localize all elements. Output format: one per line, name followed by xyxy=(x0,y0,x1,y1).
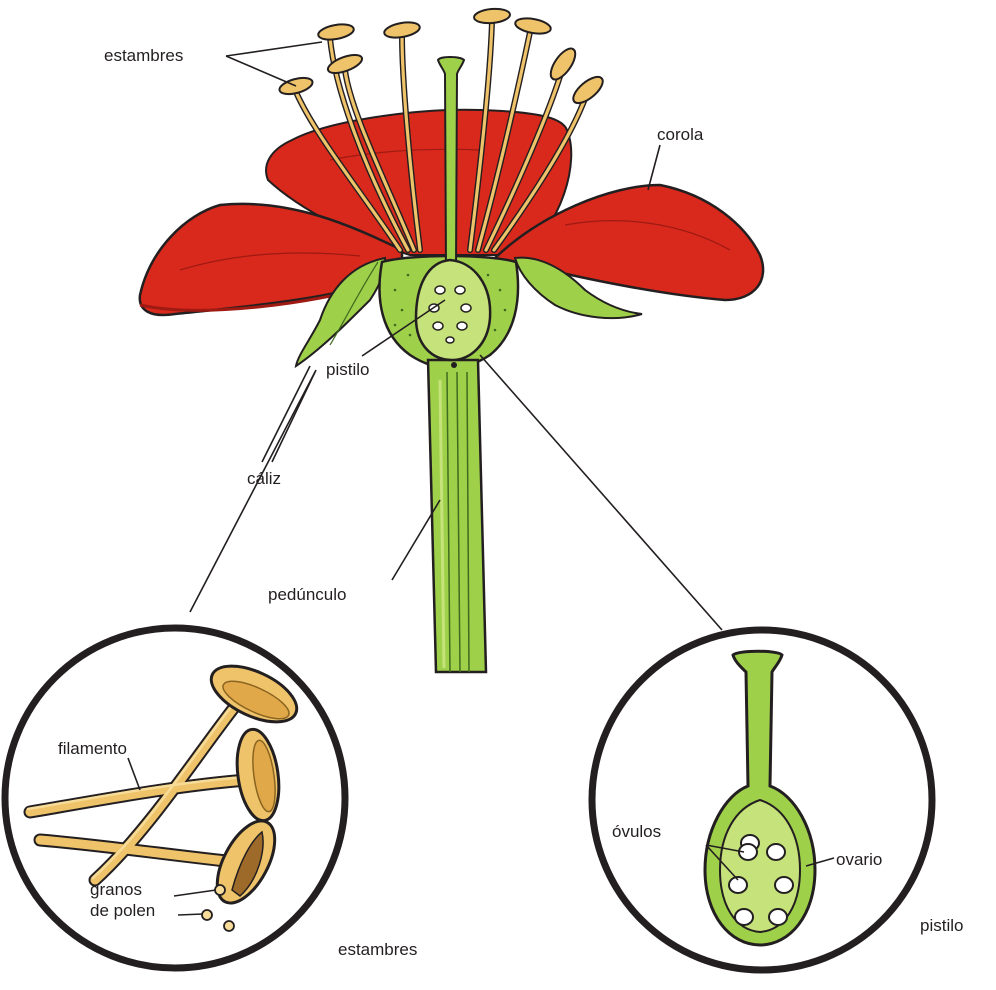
leader-caliz-2 xyxy=(262,366,310,462)
label-corola: corola xyxy=(657,126,703,143)
peduncle xyxy=(428,360,486,672)
label-ovulos: óvulos xyxy=(612,823,661,840)
caption-estambres: estambres xyxy=(338,941,417,958)
connector-to-pistil-detail xyxy=(480,355,722,630)
label-pistilo: pistilo xyxy=(326,361,369,378)
pistil-ovary xyxy=(416,260,490,360)
leader-corola xyxy=(648,145,660,190)
label-granos-de-polen: granos de polen xyxy=(90,879,155,922)
label-pedunculo: pedúnculo xyxy=(268,586,346,603)
connector-to-stamen-detail xyxy=(190,372,315,612)
anther xyxy=(473,7,510,24)
anther xyxy=(569,72,607,107)
caption-pistilo: pistilo xyxy=(920,917,963,934)
label-ovario: ovario xyxy=(836,851,882,868)
anther xyxy=(317,22,355,42)
pistil-detail xyxy=(592,630,932,970)
flower xyxy=(140,7,763,672)
leader-estambres-1 xyxy=(226,42,322,56)
anther xyxy=(514,16,552,36)
label-filamento: filamento xyxy=(58,740,127,757)
leader-polen xyxy=(178,914,203,915)
label-caliz: cáliz xyxy=(247,470,281,487)
label-estambres: estambres xyxy=(104,47,183,64)
stamen-detail xyxy=(5,628,345,968)
leader-estambres-2 xyxy=(226,56,296,86)
anther xyxy=(383,20,421,40)
anther xyxy=(546,45,580,84)
